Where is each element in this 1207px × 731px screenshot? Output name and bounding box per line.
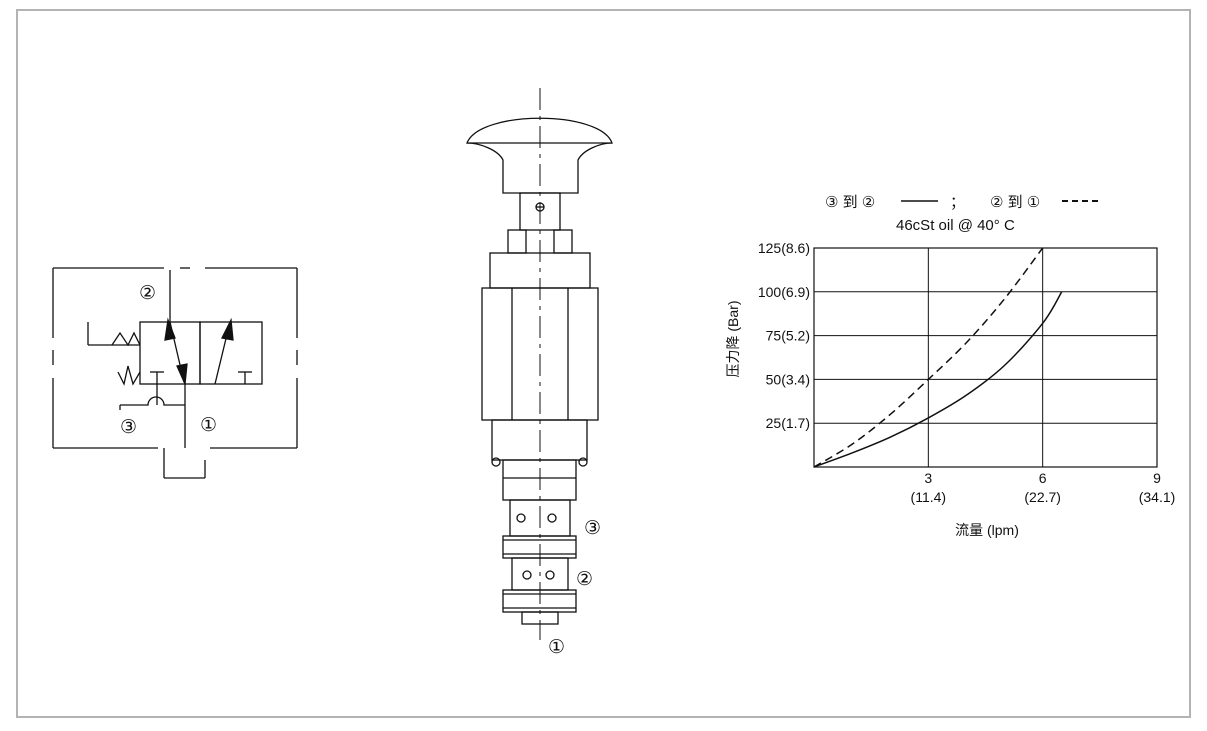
chart-grid — [813, 247, 1158, 468]
legend-dashed-label: ② 到 ① — [990, 194, 1040, 211]
x-tick-sublabel: (34.1) — [1139, 489, 1176, 505]
legend-separator: ； — [950, 194, 965, 211]
x-tick-sublabel: (22.7) — [1024, 489, 1061, 505]
y-tick-label: 100(6.9) — [758, 284, 810, 300]
pressure-drop-chart: ③ 到 ② ； ② 到 ① 46cSt oil @ 40° C 压力降 (Bar… — [725, 194, 1175, 538]
schematic-envelope — [52, 267, 298, 449]
x-tick-sublabel: (11.4) — [911, 489, 947, 505]
cartridge-port-2-label: ② — [576, 568, 593, 590]
schematic-port-1-label: ① — [200, 414, 217, 436]
y-axis-title: 压力降 (Bar) — [725, 301, 741, 378]
hydraulic-schematic — [52, 267, 298, 479]
chart-curves — [813, 247, 1063, 468]
schematic-port-3-label: ③ — [120, 416, 137, 438]
cartridge-valve-drawing — [466, 88, 613, 640]
spring-symbol-lower — [117, 365, 141, 386]
y-tick-label: 125(8.6) — [758, 240, 810, 256]
spring-symbol — [111, 331, 141, 347]
chart-ticks: 3 (11.4) 6 (22.7) 9 (34.1) 25(1.7) 50(3.4) 75(5.… — [758, 240, 1175, 505]
cartridge-port-3-label: ③ — [584, 517, 601, 539]
schematic-port-2-label: ② — [139, 282, 156, 304]
series-line-dashed — [813, 247, 1044, 468]
x-axis-title: 流量 (lpm) — [955, 522, 1019, 538]
x-tick-label: 9 — [1153, 470, 1161, 486]
figure-frame — [16, 9, 1191, 718]
y-tick-label: 25(1.7) — [766, 415, 810, 431]
series-line-solid — [813, 291, 1063, 468]
plot-area-border — [813, 247, 1158, 468]
cartridge-port-1-label: ① — [548, 636, 565, 658]
y-tick-label: 75(5.2) — [766, 328, 810, 344]
x-tick-label: 6 — [1039, 470, 1047, 486]
legend-solid-label: ③ 到 ② — [825, 194, 875, 211]
chart-subtitle: 46cSt oil @ 40° C — [896, 217, 1015, 234]
y-tick-label: 50(3.4) — [766, 371, 810, 387]
knob — [466, 117, 613, 194]
x-tick-label: 3 — [924, 470, 932, 486]
